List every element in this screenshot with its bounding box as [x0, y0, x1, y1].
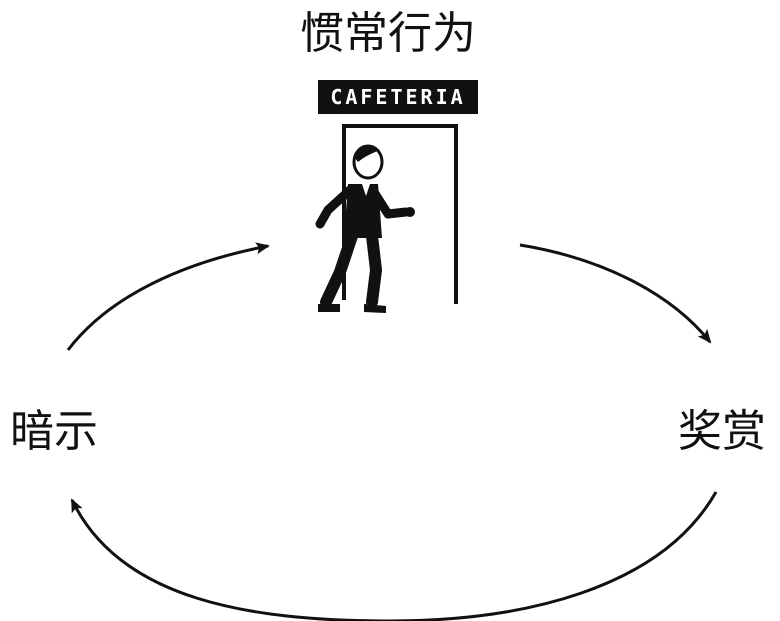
arrow-routine-to-reward — [519, 243, 712, 344]
arrow-reward-to-cue — [70, 491, 718, 621]
walking-person-icon — [315, 144, 415, 313]
reward-label: 奖赏 — [678, 406, 766, 457]
arrow-cue-to-routine — [66, 242, 270, 351]
cafeteria-sign: CAFETERIA — [318, 80, 478, 114]
routine-label: 惯常行为 — [300, 8, 476, 59]
doorway-icon — [342, 124, 458, 304]
cue-label: 暗示 — [10, 406, 98, 457]
